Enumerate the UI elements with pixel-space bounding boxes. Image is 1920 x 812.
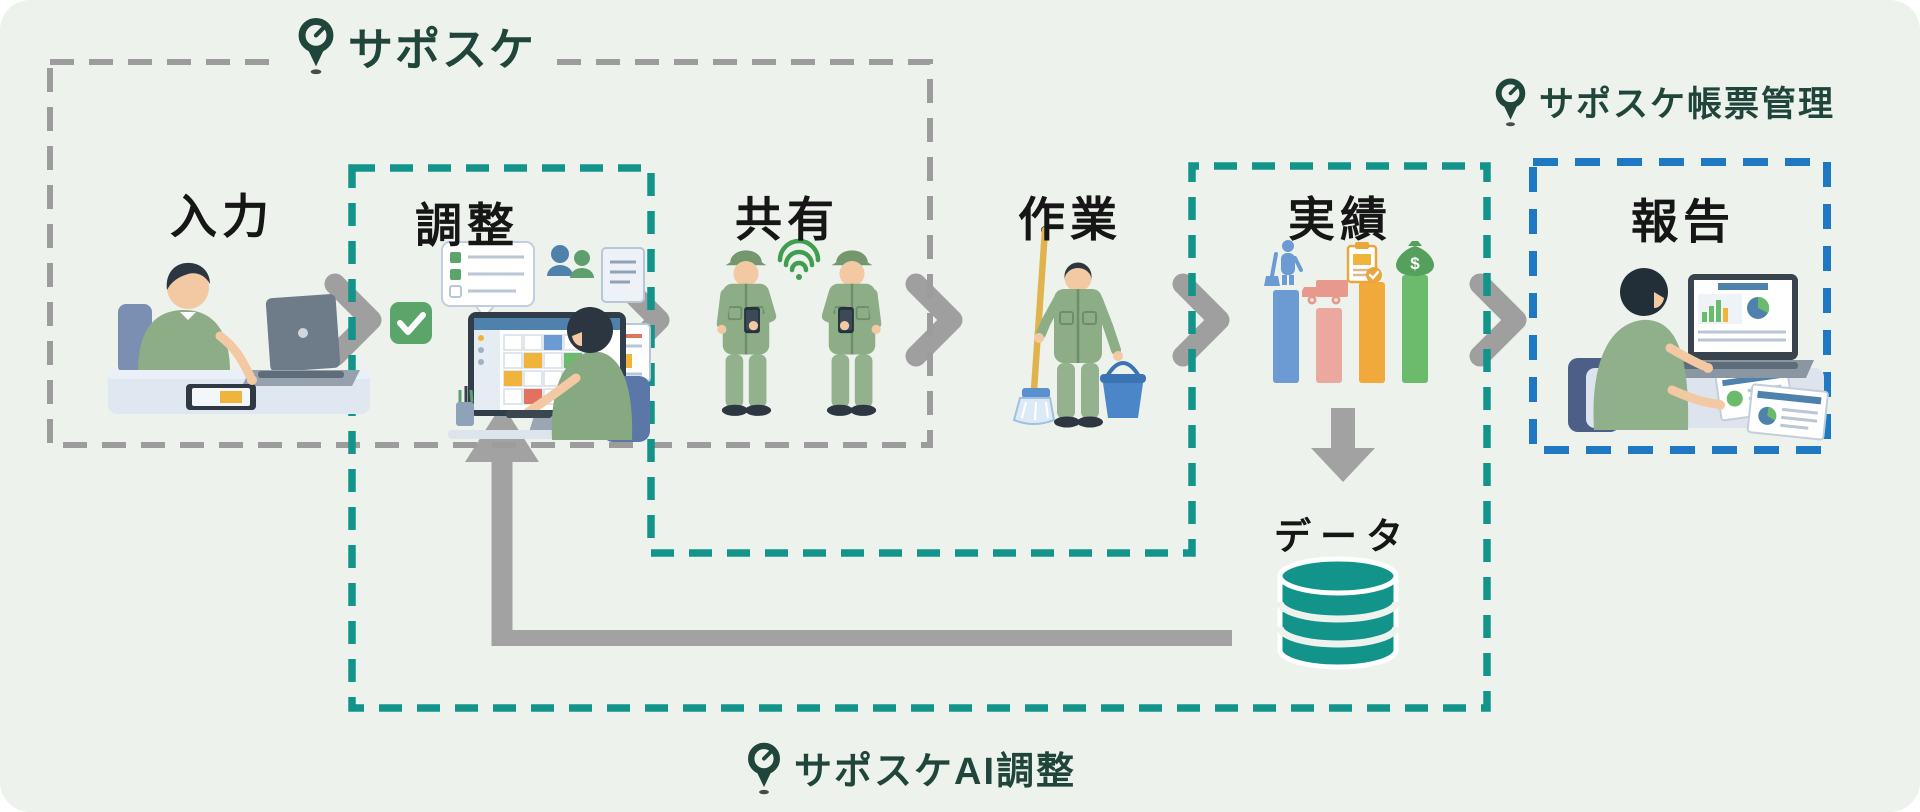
stopwatch-pin-icon [1495,78,1526,126]
step-label-input: 入力 [170,190,274,243]
saposuke-ai-logo: サポスケAI調整 [744,734,1077,800]
step-label-work: 作業 [1018,193,1122,246]
step-label-share: 共有 [735,193,839,246]
data-store-label: データ [1274,516,1412,557]
cleaner-icon [1264,240,1303,286]
results-bars [1273,275,1428,383]
result-bar-vehicle [1316,308,1342,383]
adjust-illustration [390,241,651,442]
report-region-box [1529,158,1831,454]
step-label-report: 報告 [1631,195,1735,248]
stopwatch-pin-icon [748,742,780,794]
report-illustration [1568,268,1829,441]
stopwatch-pin-icon [298,17,334,75]
chevron-icon-3 [916,284,952,356]
clipboard-icon [1346,242,1382,284]
saposuke-ai-logo-label: サポスケAI調整 [794,750,1077,793]
truck-icon [1302,280,1348,305]
result-bar-checklist [1359,282,1385,383]
feedback-arrow [465,404,1232,646]
result-bar-cleaning-staff [1273,290,1299,383]
moneybag-icon: $ [1396,241,1434,276]
report-paper-2 [1746,383,1829,441]
document-icon [601,247,645,303]
step-label-results: 実績 [1288,193,1392,246]
people-icon [547,245,594,278]
saposuke-logo: サポスケ [280,12,551,78]
checklist-card-icon [441,241,535,320]
saposuke-logo-label: サポスケ [348,23,537,75]
saposuke-report-logo: サポスケ帳票管理 [1492,70,1836,132]
saposuke-report-logo-label: サポスケ帳票管理 [1539,84,1836,124]
input-illustration [108,262,370,414]
dollar-glyph: $ [1410,254,1420,273]
saposuke-ai-region-box [348,162,1491,712]
worker-right [827,250,881,416]
result-bar-revenue [1402,275,1428,383]
down-arrow-icon [1311,408,1375,482]
share-illustration [717,238,881,416]
check-icon [390,302,432,344]
worker-left [717,250,771,416]
step-label-adjust: 調整 [415,199,519,252]
database-icon [1276,556,1400,670]
work-illustration [1012,226,1146,428]
wifi-icon [777,238,821,280]
